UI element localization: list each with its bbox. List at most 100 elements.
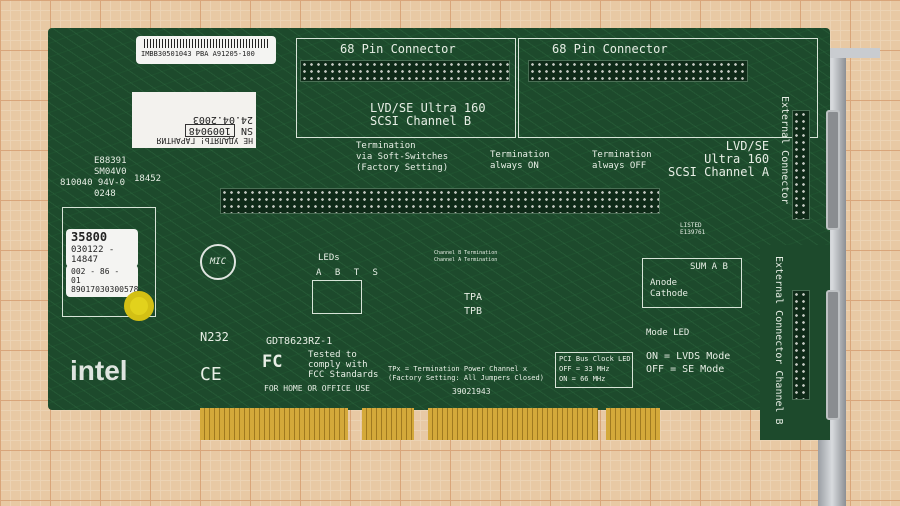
text: Channel B Termination	[434, 250, 498, 256]
text: Channel A Termination	[434, 257, 498, 263]
pci-edge-connector	[606, 408, 660, 440]
external-port-b	[826, 290, 840, 420]
vhdci-connector-b	[792, 290, 810, 400]
pci-edge-connector	[362, 408, 414, 440]
sn-label: SN	[240, 125, 253, 136]
text: FCC Standards	[308, 370, 379, 380]
led-a: A	[316, 268, 322, 278]
led-b: B	[334, 268, 341, 278]
text: (Factory Setting)	[356, 163, 449, 173]
text: via Soft-Switches	[356, 152, 449, 162]
label-text: 030122 - 14847	[71, 244, 115, 266]
text: ON = LVDS Mode	[646, 351, 731, 362]
label-text: 002 - 86 - 01	[71, 267, 120, 286]
tp-note: TPx = Termination Power Channel x(Factor…	[388, 365, 544, 383]
text: (Factory Setting: All Jumpers Closed)	[388, 374, 544, 382]
leds-title: LEDs	[318, 253, 340, 263]
label-text: 89017030300578	[71, 285, 139, 295]
pcb-board	[48, 28, 830, 410]
text: Termination	[356, 141, 416, 151]
scsi-connector-b	[300, 60, 510, 82]
warranty-date: 24.04.2003	[192, 114, 253, 125]
warranty-sticker: НЕ УДАЛЯТЬ! ГАРАНТИЯ SN 1009048 24.04.20…	[132, 92, 256, 148]
pci-edge-connector	[200, 408, 348, 440]
mic-logo: MIC	[200, 244, 236, 280]
led-t: T	[353, 268, 360, 278]
board-markings: E88391 SM04V0 810040 94V-0 0248	[60, 156, 127, 200]
text: ON = 66 MHz	[559, 375, 606, 383]
marking: 810040 94V-0	[60, 178, 126, 188]
connector-b-area	[296, 38, 516, 138]
connector-label: 68 Pin Connector	[552, 42, 668, 56]
text: always ON	[490, 161, 539, 171]
yellow-sticker	[124, 291, 154, 321]
text: Cathode	[650, 289, 688, 299]
pin-header	[220, 188, 660, 214]
text: PCI Bus Clock LED	[559, 355, 631, 363]
connector-label: 68 Pin Connector	[340, 42, 456, 56]
n232-mark: N232	[200, 330, 229, 344]
barcode-text: IMBB30501043 PBA A91205-100	[141, 50, 255, 58]
marking: E88391	[94, 156, 127, 166]
text: comply with	[308, 360, 368, 370]
text: E139761	[680, 229, 706, 236]
external-port-a	[826, 110, 840, 230]
text: LVD/SE	[725, 139, 770, 153]
text: SCSI Channel B	[370, 114, 472, 128]
text: Ultra 160	[704, 152, 770, 166]
label-area	[62, 207, 156, 317]
text: Anode	[650, 278, 678, 288]
external-connector-b-label: External Connector Channel B	[773, 256, 784, 425]
text: LISTED	[680, 222, 702, 229]
fcc-logo: FC	[262, 352, 283, 372]
led-block	[312, 280, 362, 314]
led-letters: A B T S	[316, 268, 378, 278]
sum-box	[642, 258, 742, 308]
sum-title: SUM A B	[690, 262, 728, 272]
bracket-tab	[818, 48, 880, 58]
text: Termination	[490, 150, 550, 160]
ce-mark: CE	[200, 364, 222, 385]
text: OFF = 33 MHz	[559, 365, 610, 373]
intel-logo: intel	[70, 355, 128, 386]
text: OFF = SE Mode	[646, 364, 725, 375]
tpb-label: TPB	[464, 306, 483, 317]
model-number: GDT8623RZ-1	[266, 336, 333, 347]
mode-led-title: Mode LED	[646, 328, 690, 338]
pci-edge-connector	[428, 408, 598, 440]
marking: SM04V0	[94, 167, 127, 177]
marking-code: 18452	[134, 174, 162, 184]
led-s: S	[372, 268, 378, 278]
external-connector-a-label: External Connector	[779, 96, 790, 205]
vhdci-connector-a	[792, 110, 810, 220]
fcc-usage: FOR HOME OR OFFICE USE	[264, 384, 370, 393]
text: Termination	[592, 150, 652, 160]
text: LVD/SE Ultra 160	[370, 101, 486, 115]
marking: 0248	[94, 189, 116, 199]
label-text: 35800	[71, 230, 108, 244]
pci-clock-box: PCI Bus Clock LED OFF = 33 MHz ON = 66 MHz	[555, 352, 633, 388]
barcode-label: IMBB30501043 PBA A91205-100	[136, 36, 276, 64]
connector-a-area	[518, 38, 818, 138]
scsi-connector-a	[528, 60, 748, 82]
text: SCSI Channel A	[668, 165, 770, 179]
serial-number: 39021943	[452, 387, 491, 396]
text: Tested to	[308, 350, 357, 360]
text: always OFF	[592, 161, 647, 171]
warranty-text: НЕ УДАЛЯТЬ! ГАРАНТИЯ	[156, 136, 253, 145]
tpa-label: TPA	[464, 292, 483, 303]
text: TPx = Termination Power Channel x	[388, 365, 528, 373]
sn-value: 1009048	[184, 124, 235, 137]
